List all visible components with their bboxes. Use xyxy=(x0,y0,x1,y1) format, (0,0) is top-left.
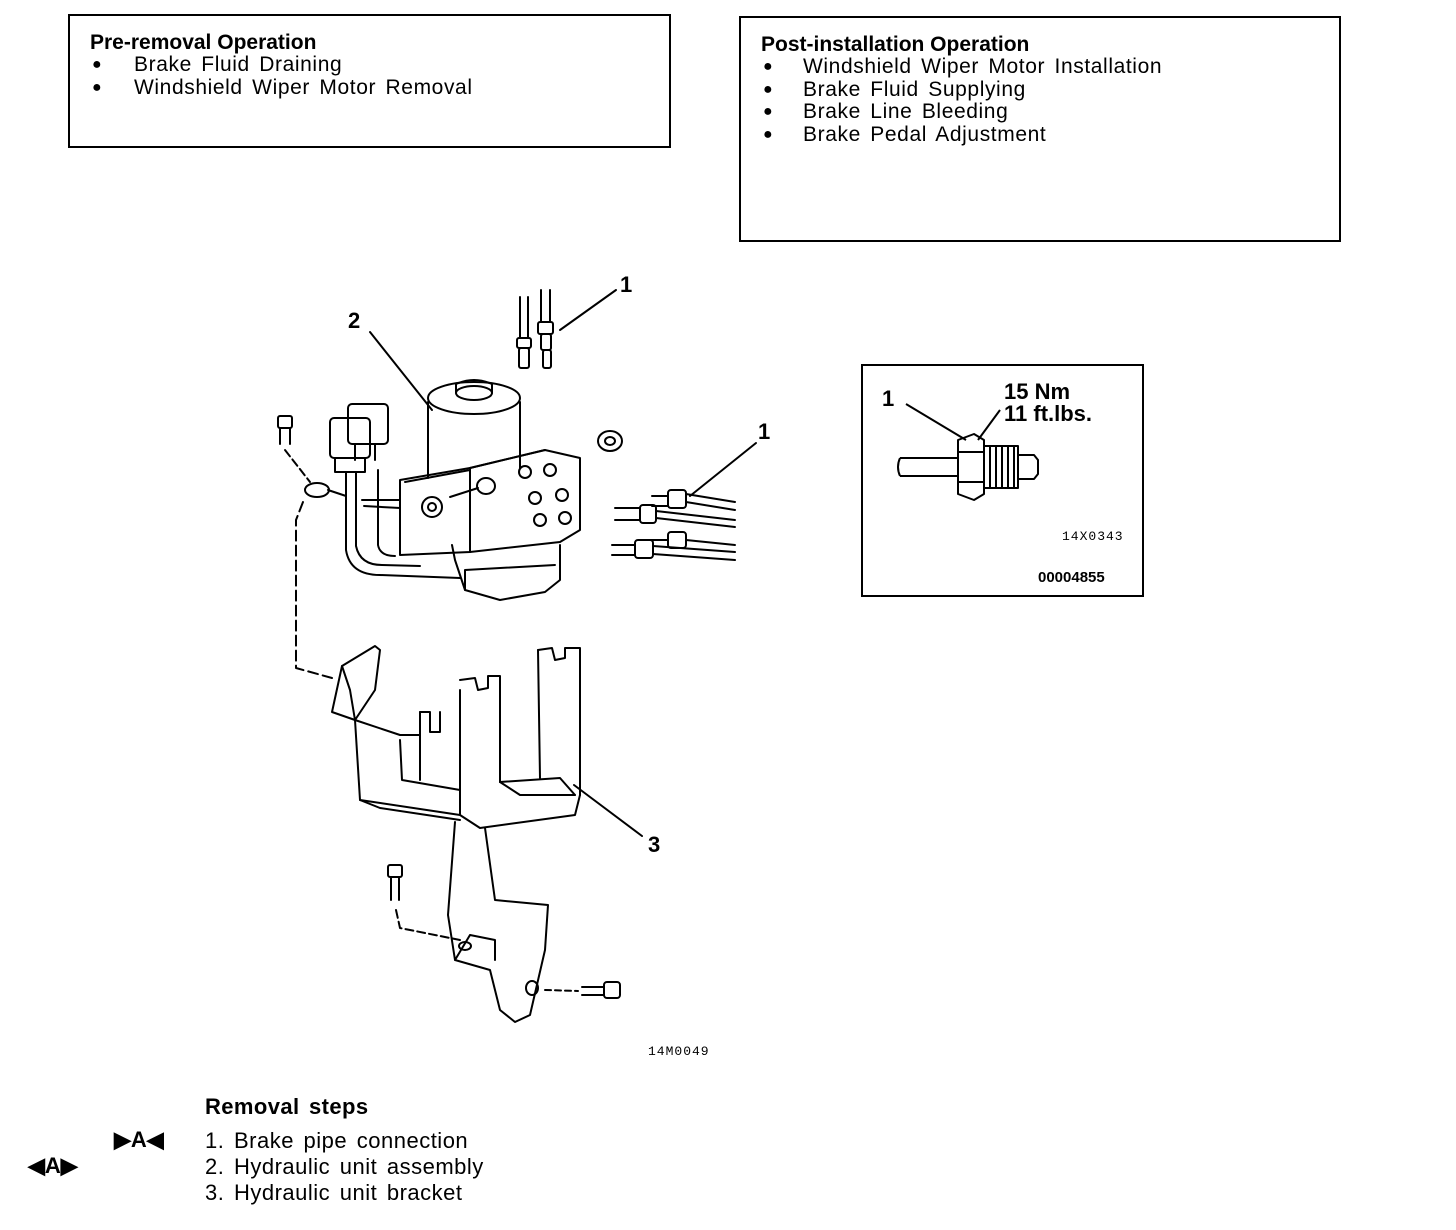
ground-bolt xyxy=(277,415,293,445)
figure-code: 14M0049 xyxy=(648,1044,710,1059)
bullet-icon: ● xyxy=(763,103,774,120)
list-item-text: Brake Pedal Adjustment xyxy=(803,122,1047,146)
dash-line xyxy=(395,909,461,941)
brake-pipe-top xyxy=(516,289,554,369)
detail-fig-code: 14X0343 xyxy=(1062,529,1124,544)
torque-nm: 15 Nm xyxy=(1004,379,1070,404)
list-item-text: Brake Fluid Draining xyxy=(134,53,343,76)
leader-line xyxy=(369,331,433,411)
removal-steps: Removal steps 1. Brake pipe connection 2… xyxy=(205,1094,483,1205)
list-item-text: Brake Fluid Supplying xyxy=(803,77,1026,101)
list-item-text: Windshield Wiper Motor Removal xyxy=(134,75,473,99)
bullet-icon: ● xyxy=(92,78,103,96)
bullet-icon: ● xyxy=(763,125,774,143)
post-installation-list: ● Windshield Wiper Motor Installation ● Br… xyxy=(761,55,1339,147)
bracket-bolt xyxy=(387,864,403,901)
pre-removal-title: Pre-removal Operation xyxy=(90,31,317,54)
removal-step: 3. Hydraulic unit bracket xyxy=(205,1180,463,1205)
callout-brake-pipe-top: 1 xyxy=(620,272,632,297)
removal-step: 1. Brake pipe connection xyxy=(205,1128,469,1153)
callout-bracket: 3 xyxy=(648,832,660,857)
dash-line xyxy=(295,501,333,679)
list-item: ● Windshield Wiper Motor Installation xyxy=(761,55,1339,79)
torque-ftlbs: 11 ft.lbs. xyxy=(1004,401,1092,426)
leader-line xyxy=(573,784,643,837)
service-marker: ◀A▶ xyxy=(28,1153,78,1178)
detail-callout: 1 xyxy=(882,386,894,411)
list-item-text: Windshield Wiper Motor Installation xyxy=(803,55,1163,78)
bullet-icon: ● xyxy=(763,80,774,98)
list-item: ● Brake Line Bleeding xyxy=(761,100,1339,124)
list-item: ● Brake Fluid Supplying xyxy=(761,77,1339,102)
bullet-icon: ● xyxy=(763,58,774,75)
brake-pipe-right xyxy=(611,489,736,561)
post-installation-title: Post-installation Operation xyxy=(761,33,1030,56)
callout-hydraulic-unit: 2 xyxy=(348,308,360,333)
bullet-icon: ● xyxy=(92,56,103,73)
detail-inset: 1 15 Nm 11 ft.lbs. 14X0343 00004855 xyxy=(861,364,1144,597)
dash-line xyxy=(284,449,311,483)
post-installation-box: Post-installation Operation ● Windshield … xyxy=(739,16,1341,242)
pre-removal-list: ● Brake Fluid Draining ● Windshield Wiper … xyxy=(90,53,669,100)
list-item: ● Brake Pedal Adjustment xyxy=(761,122,1339,147)
hydraulic-unit xyxy=(304,379,581,601)
dash-line xyxy=(544,989,579,992)
leader-line xyxy=(977,409,1001,441)
hydraulic-unit-bracket xyxy=(331,645,581,1023)
pre-removal-box: Pre-removal Operation ● Brake Fluid Drain… xyxy=(68,14,671,148)
removal-step: 2. Hydraulic unit assembly xyxy=(205,1154,484,1179)
leader-line xyxy=(689,442,757,497)
leader-line xyxy=(905,403,967,441)
flare-nut-detail xyxy=(897,433,1039,501)
service-marker: ▶A◀ xyxy=(114,1127,164,1152)
list-item: ● Windshield Wiper Motor Removal xyxy=(90,75,669,100)
removal-steps-title: Removal steps xyxy=(205,1094,369,1119)
nut xyxy=(597,430,623,452)
list-item: ● Brake Fluid Draining xyxy=(90,53,669,77)
bracket-bolt xyxy=(581,981,621,999)
list-item-text: Brake Line Bleeding xyxy=(803,100,1009,123)
callout-brake-pipe-right: 1 xyxy=(758,419,770,444)
leader-line xyxy=(559,289,617,331)
detail-doc-code: 00004855 xyxy=(1038,569,1105,586)
